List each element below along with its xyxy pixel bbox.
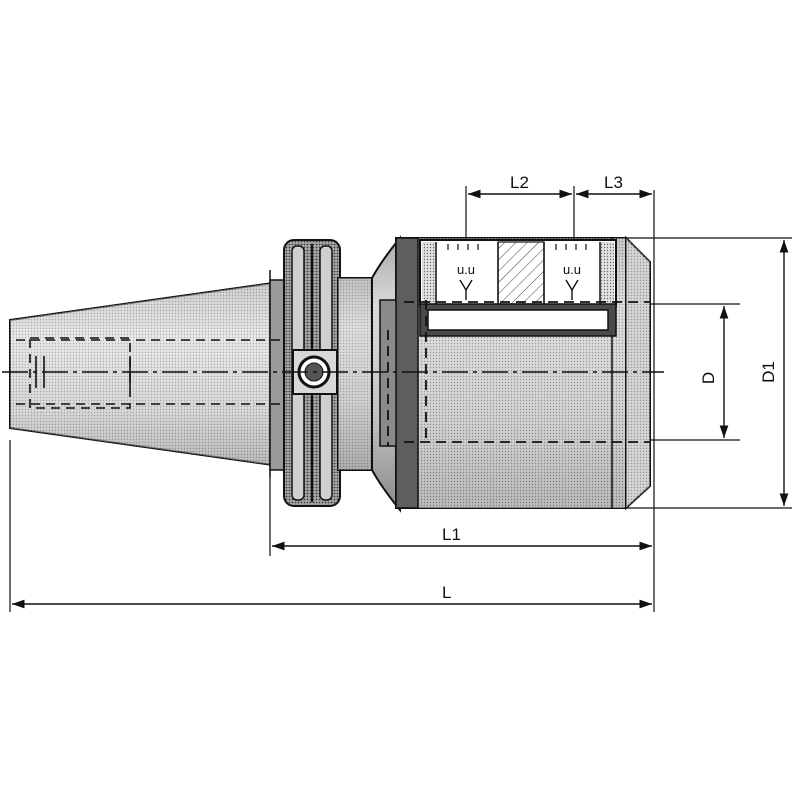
cross-slot (419, 303, 617, 337)
dimension-D1-label: D1 (759, 361, 778, 383)
dimension-D: D (699, 306, 729, 438)
flange-v-groove (283, 239, 341, 507)
dimension-L2: L2 (468, 173, 572, 199)
dimension-L: L (12, 583, 652, 609)
clamping-screw-section: u.u u.u (419, 239, 617, 307)
dimension-L-label: L (442, 583, 451, 602)
dimension-L1: L1 (272, 525, 652, 551)
dimension-L3-label: L3 (604, 173, 623, 192)
dimension-L1-label: L1 (442, 525, 461, 544)
dimension-L2-label: L2 (510, 173, 529, 192)
extension-lines (9, 186, 792, 612)
taper-shank (9, 270, 285, 478)
dimension-L3: L3 (576, 173, 652, 199)
body-hidden-bore (387, 300, 650, 446)
centerline-ticks (35, 356, 131, 388)
screw-mark-left: u.u (457, 262, 475, 277)
dimension-D-label: D (699, 372, 718, 384)
screw-mark-right: u.u (563, 262, 581, 277)
dimension-D1: D1 (759, 240, 789, 506)
